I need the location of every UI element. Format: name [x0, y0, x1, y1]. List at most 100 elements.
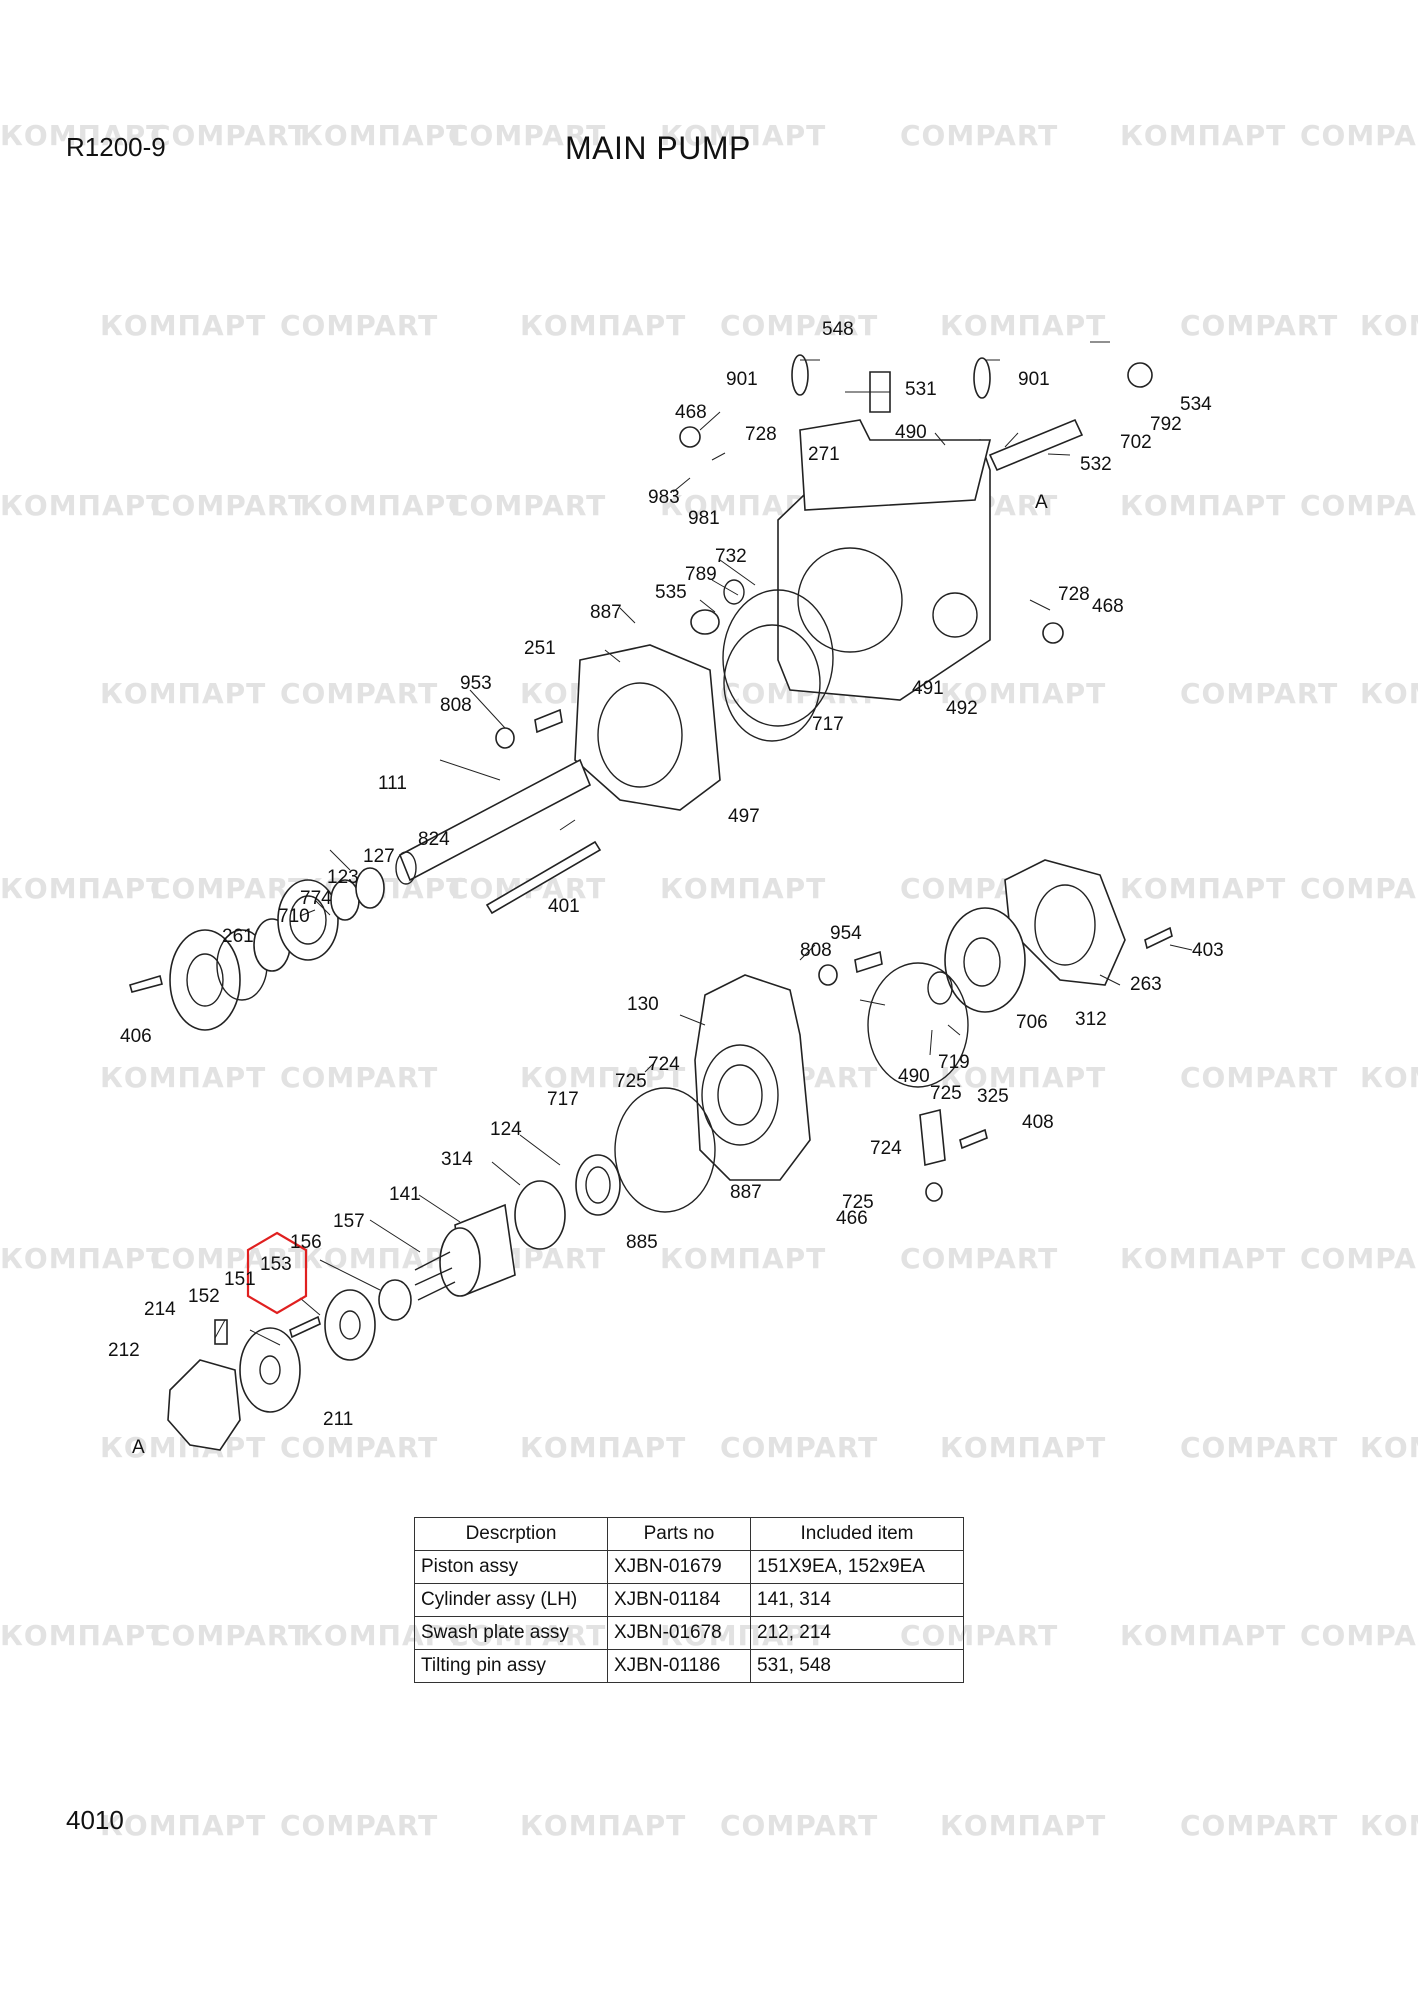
part-callout-901: 901: [1018, 369, 1050, 390]
watermark-text: COMPART: [1300, 489, 1418, 522]
watermark-text: COMPART: [720, 309, 878, 342]
model-number: R1200-9: [66, 132, 166, 162]
watermark-text: КОМПАРТ: [1120, 119, 1286, 152]
part-callout-887: 887: [730, 1182, 762, 1203]
part-callout-111: 111: [378, 773, 407, 794]
part-callout-532: 532: [1080, 454, 1112, 475]
part-callout-157: 157: [333, 1211, 365, 1232]
watermark-text: КОМПАРТ: [0, 1619, 166, 1652]
part-callout-983: 983: [648, 487, 680, 508]
part-callout-725: 725: [615, 1071, 647, 1092]
watermark-text: COMPART: [1180, 1431, 1338, 1464]
part-callout-702: 702: [1120, 432, 1152, 453]
watermark-text: COMPART: [280, 309, 438, 342]
watermark-text: КОМПАРТ: [1120, 1619, 1286, 1652]
table-cell: Swash plate assy: [414, 1616, 608, 1650]
table-cell: 141, 314: [750, 1583, 964, 1617]
table-cell: Cylinder assy (LH): [414, 1583, 608, 1617]
part-callout-403: 403: [1192, 940, 1224, 961]
watermark-text: КОМПАРТ: [100, 677, 266, 710]
part-callout-263: 263: [1130, 974, 1162, 995]
column-header: Parts no: [607, 1517, 751, 1551]
part-callout-774: 774: [300, 888, 332, 909]
table-cell: 531, 548: [750, 1649, 964, 1683]
part-callout-408: 408: [1022, 1112, 1054, 1133]
part-callout-124: 124: [490, 1119, 522, 1140]
watermark-text: COMPART: [448, 119, 606, 152]
part-callout-466: 466: [836, 1208, 868, 1229]
watermark-text: КОМПАРТ: [520, 1809, 686, 1842]
watermark-text: COMPART: [1180, 1061, 1338, 1094]
table-cell: Tilting pin assy: [414, 1649, 608, 1683]
part-callout-314: 314: [441, 1149, 473, 1170]
part-callout-130: 130: [627, 994, 659, 1015]
watermark-text: КОМПАРТ: [0, 119, 166, 152]
part-callout-325: 325: [977, 1086, 1009, 1107]
watermark-text: КОМПАРТ: [1360, 677, 1418, 710]
part-callout-491: 491: [912, 678, 944, 699]
watermark-text: COMPART: [280, 1431, 438, 1464]
part-callout-732: 732: [715, 546, 747, 567]
watermark-text: КОМПАРТ: [520, 309, 686, 342]
part-callout-706: 706: [1016, 1012, 1048, 1033]
watermark-text: COMPART: [1180, 309, 1338, 342]
part-callout-312: 312: [1075, 1009, 1107, 1030]
watermark-text: COMPART: [150, 1242, 308, 1275]
part-callout-a: A: [132, 1437, 145, 1458]
watermark-text: КОМПАРТ: [1120, 489, 1286, 522]
table-cell: 212, 214: [750, 1616, 964, 1650]
watermark-text: КОМПАРТ: [1120, 1242, 1286, 1275]
table-cell: XJBN-01679: [607, 1550, 751, 1584]
watermark-text: КОМПАРТ: [100, 1061, 266, 1094]
part-callout-789: 789: [685, 564, 717, 585]
part-callout-153: 153: [260, 1254, 292, 1275]
part-callout-156: 156: [290, 1232, 322, 1253]
watermark-text: КОМПАРТ: [1360, 1061, 1418, 1094]
part-callout-468: 468: [1092, 596, 1124, 617]
column-header: Included item: [750, 1517, 964, 1551]
part-callout-953: 953: [460, 673, 492, 694]
part-callout-214: 214: [144, 1299, 176, 1320]
watermark-text: КОМПАРТ: [660, 872, 826, 905]
table-cell: XJBN-01184: [607, 1583, 751, 1617]
part-callout-497: 497: [728, 806, 760, 827]
part-callout-271: 271: [808, 444, 840, 465]
part-callout-a: A: [1035, 492, 1048, 513]
part-callout-885: 885: [626, 1232, 658, 1253]
watermark-text: COMPART: [280, 677, 438, 710]
watermark-text: КОМПАРТ: [1360, 309, 1418, 342]
part-callout-728: 728: [745, 424, 777, 445]
watermark-text: COMPART: [720, 1809, 878, 1842]
part-callout-808: 808: [800, 940, 832, 961]
watermark-text: COMPART: [150, 872, 308, 905]
pump-drawings: [129, 354, 1173, 1451]
part-callout-211: 211: [323, 1409, 353, 1430]
part-callout-468: 468: [675, 402, 707, 423]
watermark-text: COMPART: [1180, 677, 1338, 710]
part-callout-401: 401: [548, 896, 580, 917]
watermark-text: COMPART: [900, 1242, 1058, 1275]
part-callout-492: 492: [946, 698, 978, 719]
watermark-text: КОМПАРТ: [940, 1431, 1106, 1464]
part-callout-724: 724: [870, 1138, 902, 1159]
part-callout-717: 717: [812, 714, 844, 735]
watermark-text: КОМПАРТ: [660, 1242, 826, 1275]
part-callout-792: 792: [1150, 414, 1182, 435]
watermark-text: COMPART: [150, 119, 308, 152]
part-callout-123: 123: [327, 867, 359, 888]
watermark-text: КОМПАРТ: [660, 119, 826, 152]
table-cell: XJBN-01678: [607, 1616, 751, 1650]
watermark-text: COMPART: [1300, 119, 1418, 152]
watermark-text: КОМПАРТ: [100, 309, 266, 342]
watermark-text: COMPART: [1300, 1619, 1418, 1652]
watermark-text: COMPART: [1180, 1809, 1338, 1842]
watermark-text: COMPART: [150, 489, 308, 522]
part-callout-808: 808: [440, 695, 472, 716]
part-callout-954: 954: [830, 923, 862, 944]
watermark-text: КОМПАРТ: [0, 1242, 166, 1275]
